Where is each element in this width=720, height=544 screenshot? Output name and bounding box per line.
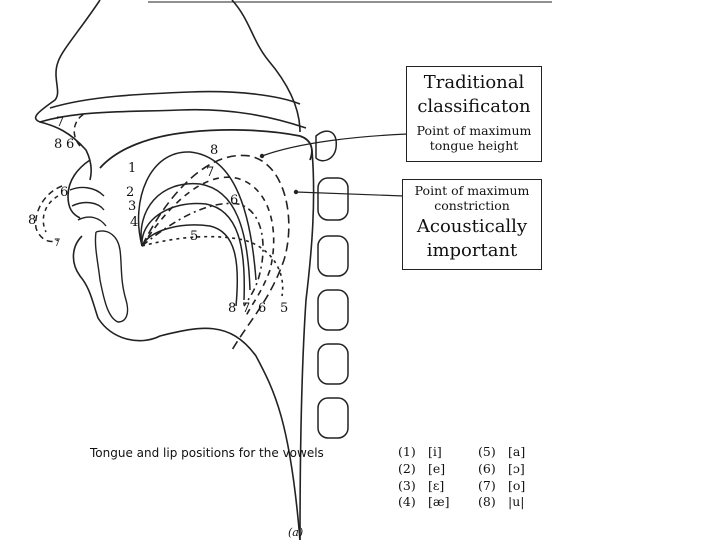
- figure-label: (a): [288, 526, 304, 539]
- legend-row: (2)[e](6)[ɔ]: [398, 461, 525, 476]
- cervical-vertebrae: [315, 130, 349, 439]
- tongue-curves-back: [141, 154, 290, 351]
- traditional-title: Traditional classificaton: [417, 72, 531, 117]
- face-profile: [34, 0, 101, 181]
- label-lip-7-top: 7: [56, 115, 64, 130]
- label-bottom-7: 7: [242, 301, 250, 316]
- nasal-cavity: [39, 90, 307, 129]
- label-lip-6-bottom: 6: [60, 185, 68, 200]
- height-connector: [261, 133, 409, 157]
- constriction-connector: [295, 191, 405, 197]
- label-bottom-6: 6: [258, 301, 266, 316]
- label-lip-7-bottom: 7: [54, 238, 60, 249]
- curve-labels: 1 2 3 4 8 7 6 5 8 7 6 5 7 8 6 6 8 7: [28, 115, 288, 316]
- constriction-point: [293, 189, 299, 195]
- tongue-curves-front: [137, 151, 257, 307]
- teeth-upper: [69, 186, 107, 227]
- traditional-callout: Traditional classificaton Point of maxim…: [406, 66, 542, 162]
- acoustic-title: Acoustically important: [416, 216, 528, 261]
- label-bottom-8: 8: [228, 301, 236, 316]
- legend-row: (4)[æ](8)|u|: [398, 494, 525, 509]
- label-front-3: 3: [128, 199, 136, 214]
- pharynx-wall: [299, 149, 315, 541]
- acoustic-callout: Point of maximum constriction Acoustical…: [402, 179, 542, 270]
- label-front-1: 1: [128, 161, 136, 176]
- label-top-8: 8: [210, 143, 218, 158]
- label-lip-6-top: 6: [66, 137, 74, 152]
- label-front-2: 2: [126, 185, 134, 200]
- traditional-subtitle: Point of maximum tongue height: [416, 123, 532, 153]
- legend-row: (3)[ɛ](7)[o]: [398, 478, 526, 493]
- label-top-6: 6: [230, 193, 238, 208]
- lower-lip-chin: [72, 235, 301, 541]
- label-front-4: 4: [130, 215, 138, 230]
- teeth-lower: [94, 230, 129, 323]
- label-lip-8-bottom: 8: [28, 213, 36, 228]
- label-lip-8-top: 8: [54, 137, 62, 152]
- height-point: [259, 153, 265, 159]
- label-bottom-5: 5: [280, 301, 288, 316]
- hard-palate: [99, 129, 313, 169]
- figure-caption: Tongue and lip positions for the vowels: [90, 446, 324, 460]
- label-top-5: 5: [190, 229, 198, 244]
- skull-base: [231, 0, 301, 133]
- acoustic-subtitle: Point of maximum constriction: [414, 183, 530, 213]
- label-top-7: 7: [206, 165, 214, 180]
- upper-lip: [67, 159, 91, 219]
- lip-outlines: [34, 113, 85, 243]
- legend-row: (1)[i](5)[a]: [398, 444, 526, 459]
